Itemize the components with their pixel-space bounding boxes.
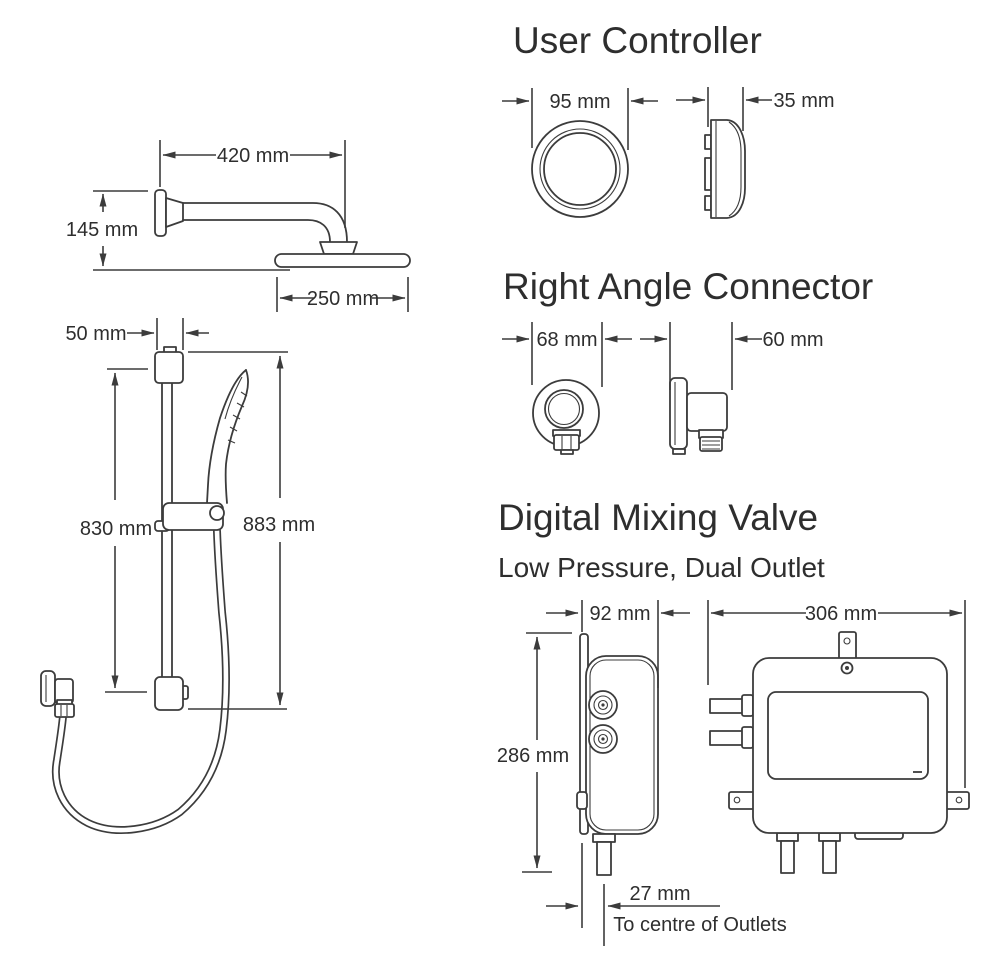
dim-head-diameter: 250 mm bbox=[276, 277, 409, 312]
dim-label-overall-height: 883 mm bbox=[243, 514, 315, 536]
valve-body bbox=[752, 657, 948, 834]
dim-label-connector-diameter: 68 mm bbox=[536, 329, 597, 351]
digital-mixing-valve-title: Digital Mixing Valve bbox=[498, 497, 818, 538]
valve-top-screw bbox=[840, 661, 854, 675]
dim-label-controller-depth: 35 mm bbox=[773, 90, 834, 112]
overhead-shower-diagram: 420 mm 145 mm 250 mm bbox=[66, 140, 411, 312]
rail-bottom-bracket bbox=[154, 676, 189, 711]
controller-side-view bbox=[704, 119, 746, 219]
shower-head bbox=[274, 253, 411, 268]
slide-rail-diagram: 50 mm 830 mm 883 mm bbox=[40, 318, 315, 834]
dim-label-valve-height: 286 mm bbox=[497, 745, 569, 767]
handset-spray-face bbox=[227, 391, 248, 444]
dim-drop-height: 145 mm bbox=[66, 190, 290, 271]
dim-connector-diameter: 68 mm bbox=[502, 322, 632, 387]
dim-valve-height: 286 mm bbox=[497, 632, 572, 873]
dim-label-valve-width: 306 mm bbox=[805, 603, 877, 625]
dim-rail-length: 830 mm bbox=[80, 368, 152, 693]
dim-valve-width: 306 mm bbox=[707, 600, 966, 788]
valve-side-clip bbox=[576, 791, 588, 810]
shower-arm bbox=[182, 202, 358, 255]
valve-inlet-knob-bottom bbox=[588, 724, 618, 754]
right-angle-connector-section: Right Angle Connector bbox=[502, 266, 873, 455]
dim-label-connector-depth: 60 mm bbox=[762, 329, 823, 351]
valve-front-view bbox=[709, 631, 970, 874]
dim-bracket-width: 50 mm bbox=[65, 318, 209, 350]
dim-label-drop: 145 mm bbox=[66, 219, 138, 241]
valve-side-view bbox=[576, 633, 659, 876]
valve-top-tab bbox=[838, 631, 857, 663]
dim-arm-length: 420 mm bbox=[159, 140, 346, 228]
dim-controller-diameter: 95 mm bbox=[502, 88, 658, 150]
valve-inlet-knob-top bbox=[588, 690, 618, 720]
outlet-offset-note: To centre of Outlets bbox=[613, 914, 786, 936]
valve-side-outlet-pipe bbox=[596, 841, 612, 876]
wall-flange bbox=[154, 189, 184, 237]
dim-label-head-diameter: 250 mm bbox=[307, 288, 379, 310]
valve-inlet-pipes bbox=[709, 694, 754, 749]
dim-outlet-offset: 27 mm To centre of Outlets bbox=[546, 843, 787, 946]
right-angle-connector-title: Right Angle Connector bbox=[503, 266, 873, 307]
user-controller-title: User Controller bbox=[513, 20, 762, 61]
dim-label-outlet-offset: 27 mm bbox=[629, 883, 690, 905]
dim-connector-depth: 60 mm bbox=[640, 322, 824, 390]
controller-front-view bbox=[531, 120, 629, 218]
handset bbox=[206, 369, 249, 504]
dim-controller-depth: 35 mm bbox=[676, 87, 835, 131]
dim-valve-depth: 92 mm bbox=[546, 600, 690, 688]
shower-hose bbox=[52, 527, 230, 834]
valve-side-tabs bbox=[728, 791, 970, 810]
valve-outlet-pipes bbox=[776, 830, 904, 874]
digital-mixing-valve-section: Digital Mixing Valve Low Pressure, Dual … bbox=[497, 497, 970, 946]
connector-front-view bbox=[532, 379, 600, 455]
valve-front-panel bbox=[767, 691, 929, 780]
slider-bracket bbox=[154, 502, 225, 532]
dim-label-controller-diameter: 95 mm bbox=[549, 91, 610, 113]
rail-top-bracket bbox=[154, 346, 184, 384]
digital-mixing-valve-subtitle: Low Pressure, Dual Outlet bbox=[498, 552, 825, 583]
user-controller-section: User Controller 95 mm bbox=[502, 20, 835, 219]
connector-side-view bbox=[669, 377, 728, 455]
dim-overall-height: 883 mm bbox=[188, 351, 315, 710]
dim-label-rail-length: 830 mm bbox=[80, 518, 152, 540]
dim-label-bracket-width: 50 mm bbox=[65, 323, 126, 345]
dim-label-arm-length: 420 mm bbox=[217, 145, 289, 167]
outlet-elbow bbox=[40, 670, 75, 718]
dim-label-valve-depth: 92 mm bbox=[589, 603, 650, 625]
